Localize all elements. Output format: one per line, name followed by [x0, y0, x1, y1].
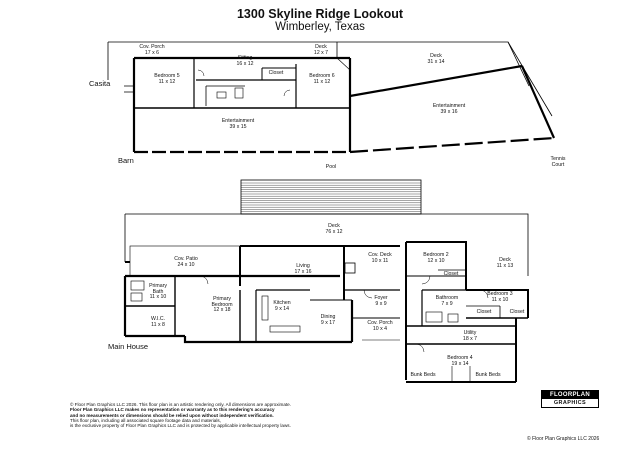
disclaimer-line: is the exclusive property of Floor Plan … — [70, 423, 291, 429]
pool-label: Pool — [325, 164, 337, 170]
room-closet-b3b: Closet — [509, 309, 525, 315]
disclaimer-line: and no measurements or dimensions should… — [70, 412, 274, 418]
disclaimer-line: This floor plan, including all associate… — [70, 417, 221, 423]
page-subtitle: Wimberley, Texas — [275, 21, 365, 33]
room-wic: W.I.C.11 x 8 — [150, 316, 166, 328]
main-house-walls — [123, 213, 529, 383]
casita-label: Casita — [89, 79, 111, 88]
logo-line1: FLOORPLAN — [542, 391, 598, 399]
room-closet-casita: Closet — [268, 70, 284, 76]
logo-line2: GRAPHICS — [553, 400, 587, 406]
room-bunk-right: Bunk Beds — [475, 372, 501, 378]
barn-label: Barn — [118, 156, 134, 165]
disclaimer-line: © Floor Plan Graphics LLC 2026. This flo… — [70, 402, 292, 407]
footer-copyright: © Floor Plan Graphics LLC 2026 — [527, 436, 600, 442]
disclaimer-line: Floor Plan Graphics LLC makes no represe… — [70, 407, 275, 413]
room-closet-b2: Closet — [443, 271, 459, 277]
main-house-label: Main House — [108, 342, 149, 351]
floorplan-graphics-logo: FLOORPLAN GRAPHICS — [541, 390, 599, 408]
tennis-court-label: Tennis Court — [550, 156, 566, 168]
pool-deck-railing — [240, 179, 422, 215]
room-bunk-left: Bunk Beds — [410, 372, 436, 378]
room-closet-b3a: Closet — [476, 309, 492, 315]
casita-walls — [107, 41, 556, 154]
disclaimer: © Floor Plan Graphics LLC 2026. This flo… — [70, 402, 291, 428]
page-title: 1300 Skyline Ridge Lookout — [236, 7, 403, 21]
